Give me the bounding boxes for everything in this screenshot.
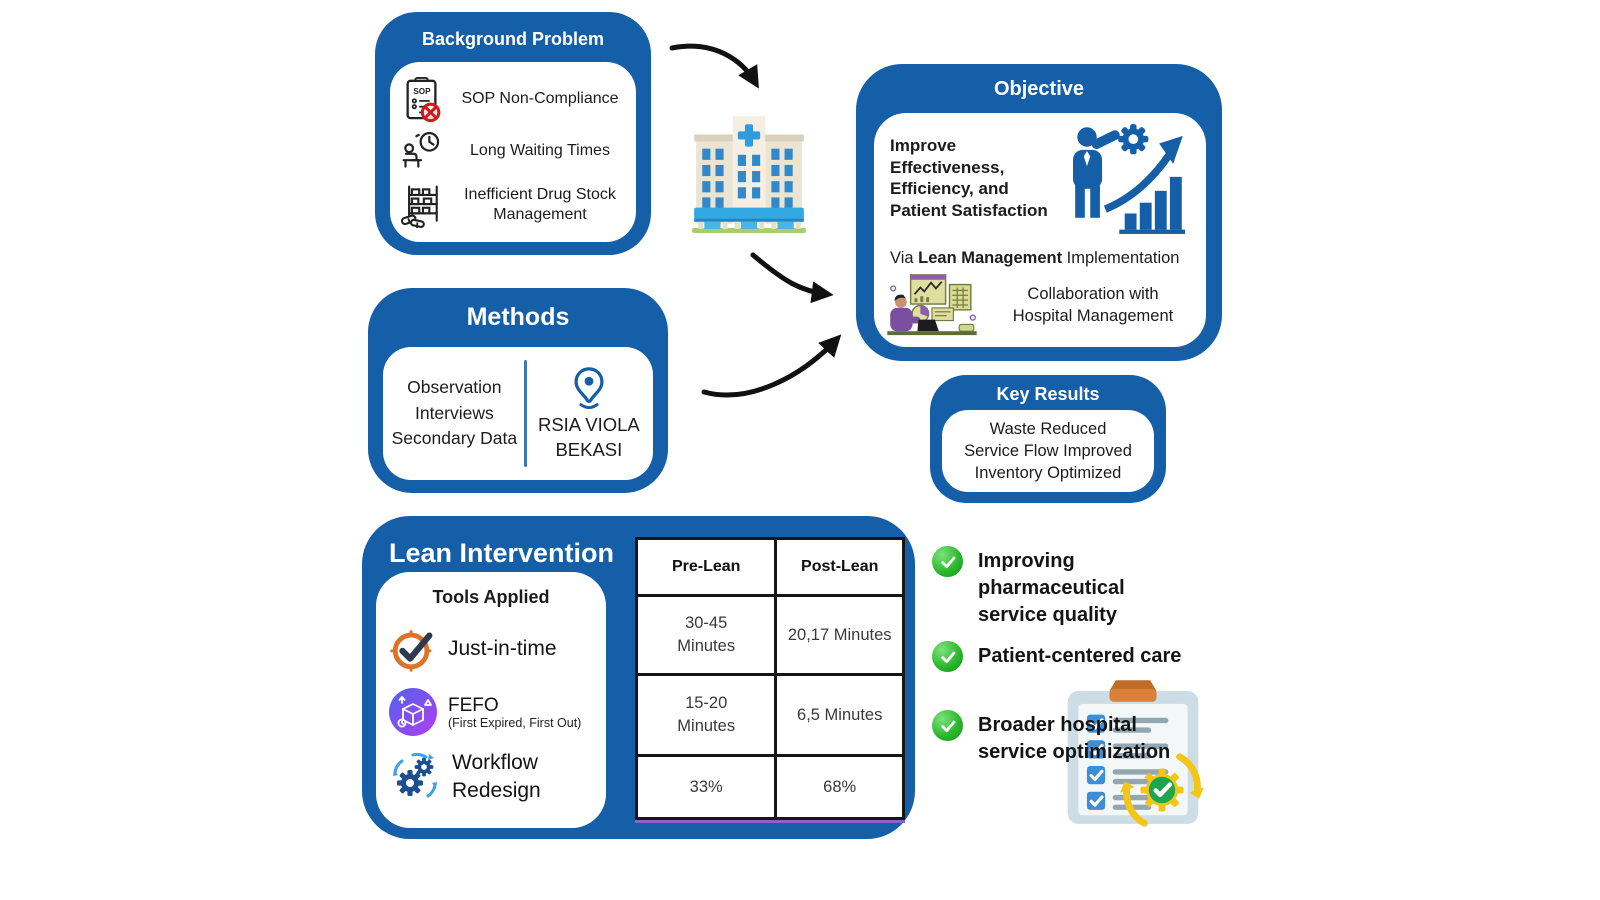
curved-arrow-icon xyxy=(701,334,842,398)
table-row: 33% 68% xyxy=(634,754,905,820)
column-header: Post-Lean xyxy=(774,537,905,597)
key-results-box: Key Results Waste Reduced Service Flow I… xyxy=(930,375,1166,503)
list-item: FEFO (First Expired, First Out) xyxy=(389,688,606,736)
tool-name: Just-in-time xyxy=(448,637,557,660)
table-cell: 68% xyxy=(774,754,905,820)
tools-applied-title: Tools Applied xyxy=(432,587,550,607)
benefit-label: Patient-centered care xyxy=(978,645,1182,667)
via-bold: Lean Management xyxy=(918,249,1063,267)
long-waiting-icon xyxy=(398,129,446,173)
check-icon xyxy=(932,546,963,577)
list-item-label: Inefficient Drug Stock Management xyxy=(464,185,616,223)
tool-name: Workflow Redesign xyxy=(452,751,541,802)
list-item-label: SOP Non-Compliance xyxy=(461,89,619,107)
tools-applied-panel: Tools Applied Just-in-time xyxy=(376,572,606,828)
via-prefix: Via xyxy=(890,249,919,267)
vertical-divider xyxy=(523,360,527,467)
table-cell: 15-20 Minutes xyxy=(634,673,778,757)
list-item: SOP SOP Non-Compliance xyxy=(398,76,628,122)
via-suffix: Implementation xyxy=(1062,249,1180,267)
key-result-item: Waste Reduced xyxy=(989,420,1107,438)
list-item-label: Long Waiting Times xyxy=(470,142,610,159)
lean-intervention-title: Lean Intervention xyxy=(389,538,615,568)
list-item: Improving pharmaceutical service quality xyxy=(932,546,1146,629)
method-approach: Secondary Data xyxy=(391,428,518,449)
collaboration-label: Collaboration with Hospital Management xyxy=(1012,285,1174,325)
hospital-building-icon xyxy=(692,116,806,233)
process-check-badge-icon xyxy=(1119,753,1205,827)
objective-goal-text: Improve Effectiveness, Efficiency, and P… xyxy=(890,136,1048,220)
objective-panel: Improve Effectiveness, Efficiency, and P… xyxy=(874,113,1206,347)
workflow-gears-icon xyxy=(389,751,441,803)
table-header-row: Pre-Lean Post-Lean xyxy=(634,537,905,597)
key-results-panel: Waste Reduced Service Flow Improved Inve… xyxy=(942,410,1154,492)
curved-arrow-icon xyxy=(669,43,759,89)
methods-title: Methods xyxy=(466,303,570,331)
methods-panel: Observation Interviews Secondary Data RS… xyxy=(383,347,653,480)
tool-subtitle: (First Expired, First Out) xyxy=(448,715,582,730)
list-item: Patient-centered care xyxy=(932,641,1181,672)
list-item: Long Waiting Times xyxy=(398,129,628,173)
check-icon xyxy=(932,641,963,672)
cell-value: 15-20 Minutes xyxy=(677,694,736,735)
background-problem-panel: SOP SOP Non-Compliance xyxy=(390,62,636,242)
benefit-label: Improving pharmaceutical service quality xyxy=(978,550,1125,626)
methods-approaches: Observation Interviews Secondary Data xyxy=(387,375,522,452)
objective-title: Objective xyxy=(993,78,1085,100)
svg-text:SOP: SOP xyxy=(413,87,431,96)
methods-box: Methods Observation Interviews Secondary… xyxy=(368,288,668,493)
collaboration-row: Collaboration with Hospital Management xyxy=(882,271,1200,339)
sop-noncompliance-icon: SOP xyxy=(398,76,446,122)
lean-intervention-box: Lean Intervention Tools Applied xyxy=(362,516,915,839)
table-cell: 33% xyxy=(634,754,778,820)
key-result-item: Service Flow Improved xyxy=(964,442,1132,460)
table-row: 15-20 Minutes 6,5 Minutes xyxy=(634,673,905,757)
cell-value: 33% xyxy=(689,777,723,796)
background-problem-box: Background Problem SOP xyxy=(375,12,651,255)
comparison-table: Pre-Lean Post-Lean 30-45 Minutes 20,17 M… xyxy=(634,537,905,823)
jit-clock-icon xyxy=(389,625,437,673)
fefo-box-icon xyxy=(389,688,437,736)
list-item: Inefficient Drug Stock Management xyxy=(398,181,628,229)
location-pin-icon xyxy=(574,367,604,409)
table-cell: 20,17 Minutes xyxy=(774,594,905,676)
table-cell: 30-45 Minutes xyxy=(634,594,778,676)
method-approach: Observation xyxy=(407,377,502,398)
curved-arrow-icon xyxy=(750,252,834,304)
method-approach: Interviews xyxy=(414,402,494,423)
list-item: Workflow Redesign xyxy=(389,749,606,805)
check-icon xyxy=(932,710,963,741)
key-results-title: Key Results xyxy=(996,384,1100,404)
table-row: 30-45 Minutes 20,17 Minutes xyxy=(634,594,905,676)
tool-text: FEFO (First Expired, First Out) xyxy=(448,695,581,730)
benefit-label: Broader hospital service optimization xyxy=(978,714,1171,763)
location-label: RSIA VIOLA BEKASI xyxy=(537,414,640,460)
column-header: Pre-Lean xyxy=(634,537,778,597)
objective-box: Objective Improve Effectiveness, Efficie… xyxy=(856,64,1222,361)
background-problem-title: Background Problem xyxy=(421,29,605,49)
growth-chart-person-icon xyxy=(1073,124,1185,234)
cell-value: 30-45 Minutes xyxy=(677,614,736,655)
table-accent-line xyxy=(635,820,905,823)
methods-location: RSIA VIOLA BEKASI xyxy=(529,365,649,462)
objective-via-text: Via Lean Management Implementation xyxy=(890,249,1180,268)
key-result-item: Inventory Optimized xyxy=(974,464,1122,482)
list-item: Broader hospital service optimization xyxy=(932,710,1196,766)
table-cell: 6,5 Minutes xyxy=(774,673,905,757)
list-item: Just-in-time xyxy=(389,625,606,673)
collaboration-analytics-icon xyxy=(887,274,977,336)
drug-stock-icon xyxy=(398,181,446,229)
tool-name: FEFO xyxy=(448,694,499,716)
